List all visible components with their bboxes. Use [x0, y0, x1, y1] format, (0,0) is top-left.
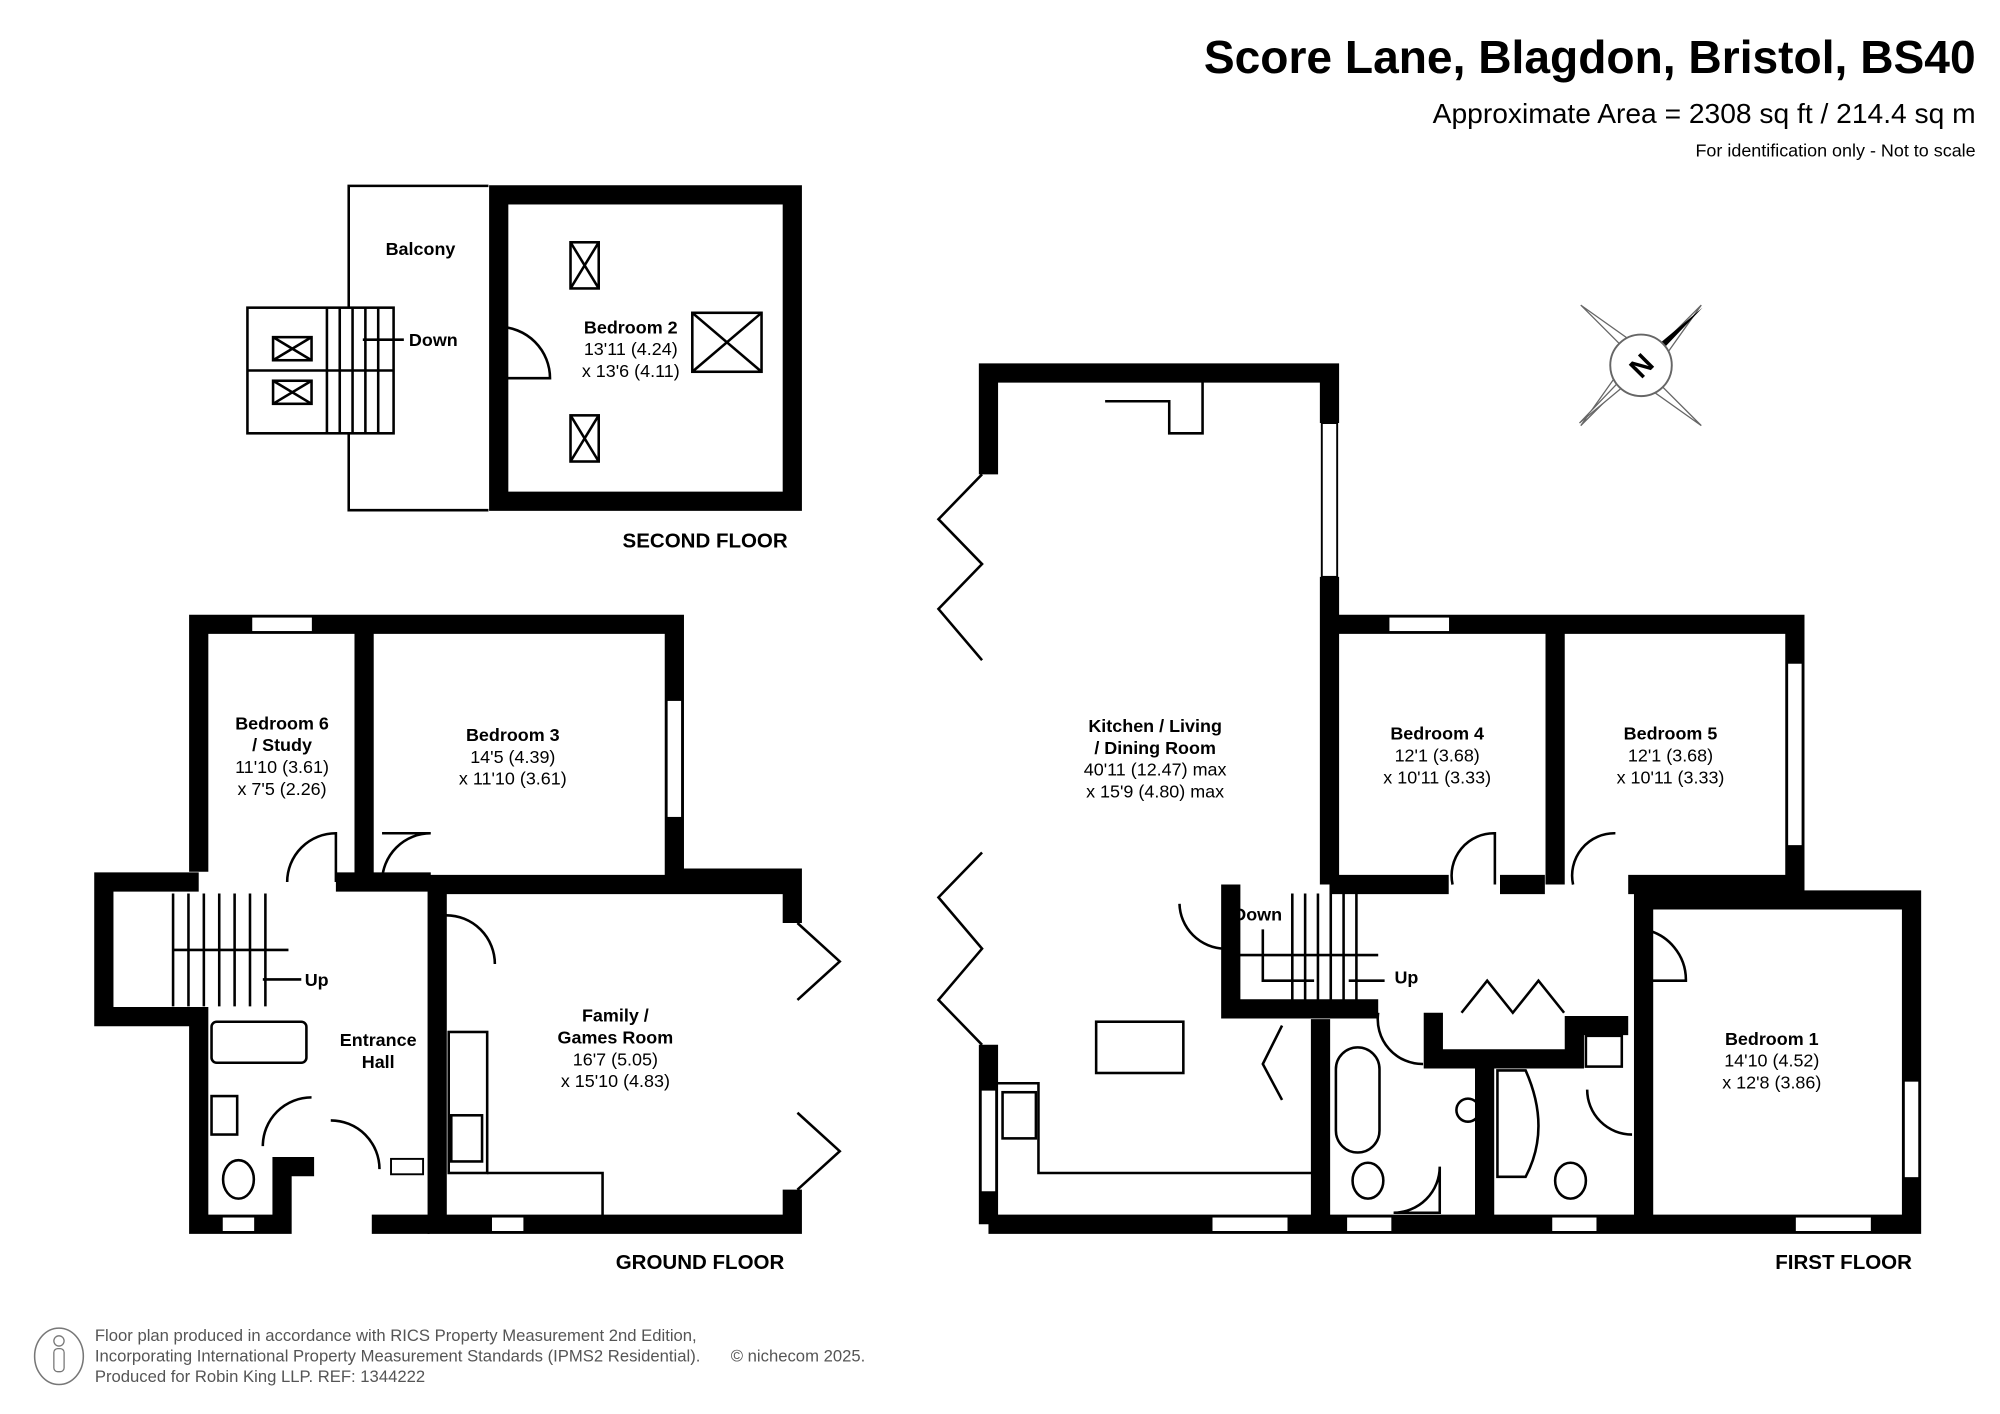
bedroom-1-name: Bedroom 1	[1725, 1029, 1819, 1049]
ground-floor: Bedroom 6 / Study 11'10 (3.61) x 7'5 (2.…	[94, 614, 842, 1274]
entrance-hall-name: Entrance	[340, 1030, 417, 1050]
balcony-label: Balcony	[386, 239, 456, 259]
shower-icon	[1393, 1166, 1442, 1215]
bedroom-3-dim1: 14'5 (4.39)	[470, 747, 555, 767]
bedroom-2-dim1: 13'11 (4.24)	[584, 339, 678, 359]
second-floor-label: SECOND FLOOR	[623, 529, 788, 552]
sink-icon	[210, 1094, 239, 1136]
door-icon	[261, 1096, 312, 1147]
ground-floor-label: GROUND FLOOR	[616, 1251, 785, 1274]
bedroom-6-name: Bedroom 6	[235, 713, 329, 733]
bedroom-5-dim1: 12'1 (3.68)	[1628, 745, 1713, 765]
kitchen-name: Kitchen / Living	[1088, 716, 1222, 736]
family-room-name: Family /	[582, 1006, 649, 1026]
door-icon	[1585, 1089, 1633, 1136]
sink-icon	[450, 1114, 484, 1163]
first-floor-label: FIRST FLOOR	[1775, 1251, 1912, 1274]
stairs-down-label: Down	[409, 330, 458, 350]
toilet-icon	[1351, 1161, 1385, 1200]
footer: Floor plan produced in accordance with R…	[33, 1326, 866, 1386]
door-icon	[1643, 928, 1688, 982]
door-icon	[1376, 1012, 1424, 1066]
bedroom-3-dim2: x 11'10 (3.61)	[459, 769, 567, 789]
door-icon	[380, 831, 431, 882]
scale-note: For identification only - Not to scale	[1695, 140, 1975, 160]
bedroom-4-dim2: x 10'11 (3.33)	[1383, 767, 1491, 787]
toilet-icon	[221, 1158, 256, 1200]
sink-icon	[1455, 1097, 1481, 1123]
bedroom-1-dim2: x 12'8 (3.86)	[1722, 1072, 1821, 1092]
bedroom-4-dim1: 12'1 (3.68)	[1395, 745, 1480, 765]
bedroom-3-name: Bedroom 3	[466, 725, 560, 745]
door-icon	[330, 1119, 381, 1170]
bedroom-5-name: Bedroom 5	[1624, 724, 1718, 744]
second-floor: Balcony Down Bedroom 2 13'11 (4.24) x 13…	[246, 184, 802, 552]
entrance-hall-name2: Hall	[362, 1052, 395, 1072]
bedroom-2-dim2: x 13'6 (4.11)	[582, 361, 680, 381]
property-title: Score Lane, Blagdon, Bristol, BS40	[1204, 31, 1976, 83]
bedroom-5-dim2: x 10'11 (3.33)	[1617, 767, 1725, 787]
bath-icon	[1496, 1069, 1540, 1179]
kitchen-dim1: 40'11 (12.47) max	[1084, 760, 1227, 780]
sink-icon	[1584, 1034, 1624, 1068]
bedroom-2-walls	[489, 185, 802, 511]
sink-icon	[1001, 1090, 1038, 1140]
copyright: © nichecom 2025.	[731, 1346, 866, 1365]
bath-icon	[1334, 1046, 1381, 1154]
door-icon	[1450, 831, 1497, 885]
family-room-dim2: x 15'10 (4.83)	[561, 1071, 670, 1091]
footer-line-3: Produced for Robin King LLP. REF: 134422…	[95, 1367, 425, 1386]
family-room-name2: Games Room	[558, 1028, 674, 1048]
stairs-up-label: Up	[1394, 967, 1418, 987]
skylight-icon	[271, 241, 763, 463]
first-floor: Kitchen / Living / Dining Room 40'11 (12…	[936, 363, 1922, 1274]
door-icon	[498, 325, 552, 380]
kitchen-name2: / Dining Room	[1094, 738, 1216, 758]
bedroom-6-dim1: 11'10 (3.61)	[235, 757, 329, 777]
toilet-icon	[1553, 1161, 1588, 1200]
approximate-area: Approximate Area = 2308 sq ft / 214.4 sq…	[1433, 97, 1976, 129]
bedroom-1-dim1: 14'10 (4.52)	[1724, 1051, 1819, 1071]
stairs-up-label: Up	[305, 970, 329, 990]
bedroom-2-name: Bedroom 2	[584, 317, 678, 337]
door-icon	[1178, 903, 1225, 950]
door-icon	[1570, 831, 1616, 885]
kitchen-dim2: x 15'9 (4.80) max	[1086, 781, 1224, 801]
bedroom-6-dim2: x 7'5 (2.26)	[237, 779, 326, 799]
stairs-down-label: Down	[1233, 904, 1282, 924]
door-icon	[446, 914, 497, 965]
bedroom-6-name2: / Study	[252, 735, 312, 755]
footer-line-1: Floor plan produced in accordance with R…	[95, 1326, 697, 1345]
door-icon	[285, 831, 338, 882]
family-room-dim1: 16'7 (5.05)	[573, 1049, 658, 1069]
bath-icon	[210, 1020, 308, 1065]
compass-rose-icon: N	[1579, 304, 1703, 427]
bedroom-4-name: Bedroom 4	[1390, 724, 1484, 744]
footer-line-2: Incorporating International Property Mea…	[95, 1346, 701, 1365]
person-icon	[33, 1327, 85, 1386]
